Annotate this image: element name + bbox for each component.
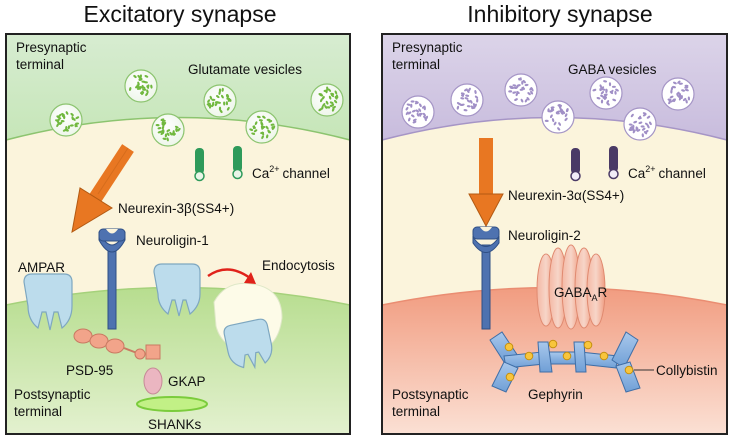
excitatory-synaptic-cleft	[6, 117, 350, 305]
glutamate-vesicle	[151, 113, 185, 147]
collybistin-label: Collybistin	[656, 363, 718, 378]
neuroligin-1	[98, 228, 126, 330]
endocytosis-label: Endocytosis	[262, 258, 335, 273]
psd-95	[73, 328, 161, 360]
ampar-receptor-surface	[153, 263, 201, 317]
gaba-vesicle	[661, 77, 695, 111]
excitatory-title: Excitatory synapse	[83, 1, 276, 27]
gaba-vesicles-label: GABA vesicles	[568, 62, 657, 77]
inhibitory-ca-channel-label: Ca2+channel	[628, 164, 706, 181]
glutamate-vesicle	[49, 103, 83, 137]
inhibitory-panel: Inhibitory synapse Presynaptic terminal …	[381, 1, 728, 435]
neurexin-3b-label: Neurexin-3β(SS4+)	[118, 201, 234, 216]
shanks	[136, 396, 208, 412]
gaba-vesicle	[589, 76, 623, 110]
excitatory-presynaptic-label-1: Presynaptic	[16, 40, 87, 55]
gaba-a-r-label: GABAAR	[554, 285, 608, 303]
inhibitory-ca-channel	[570, 146, 619, 182]
inhibitory-postsynaptic-label-1: Postsynaptic	[392, 387, 469, 402]
endocytosis-arrow	[207, 268, 256, 284]
gaba-vesicle	[401, 95, 435, 129]
inhibitory-frame	[381, 33, 728, 435]
ampar-label: AMPAR	[18, 260, 65, 275]
gaba-vesicle	[504, 73, 538, 107]
gaba-vesicle	[450, 83, 484, 117]
inhibitory-presynaptic-label-1: Presynaptic	[392, 40, 463, 55]
excitatory-postsynaptic-label-2: terminal	[14, 404, 62, 419]
gaba-vesicles	[401, 73, 695, 141]
gkap-label: GKAP	[168, 374, 206, 389]
gaba-vesicle	[541, 100, 575, 134]
gaba-vesicle	[623, 107, 657, 141]
gephyrin-binding-sites	[504, 339, 634, 382]
excitatory-neurexin-arrow	[71, 144, 134, 233]
neuroligin-2	[472, 226, 500, 330]
glutamate-vesicle	[124, 69, 158, 103]
excitatory-panel: Excitatory synapse Presynaptic terminal …	[5, 1, 351, 435]
gaba-a-receptor	[536, 244, 606, 330]
excitatory-presynaptic-label-2: terminal	[16, 57, 64, 72]
excitatory-frame	[5, 33, 351, 435]
gephyrin-label: Gephyrin	[528, 387, 583, 402]
glutamate-vesicles-label: Glutamate vesicles	[188, 62, 302, 77]
psd-95-label: PSD-95	[66, 363, 113, 378]
glutamate-vesicle	[310, 83, 344, 117]
endocytosis-vesicle	[213, 282, 283, 370]
inhibitory-neurexin-arrow	[468, 138, 504, 228]
glutamate-vesicle	[245, 110, 279, 144]
glutamate-vesicles	[49, 69, 344, 147]
excitatory-ca-channel	[194, 146, 243, 182]
neuroligin-2-label: Neuroligin-2	[508, 228, 581, 243]
neurexin-3a-label: Neurexin-3α(SS4+)	[508, 188, 624, 203]
inhibitory-title: Inhibitory synapse	[467, 1, 652, 27]
inhibitory-synaptic-cleft	[382, 117, 727, 305]
inhibitory-presynaptic-label-2: terminal	[392, 57, 440, 72]
ampar-receptor	[23, 273, 73, 331]
shanks-label: SHANKs	[148, 417, 202, 432]
excitatory-postsynaptic-label-1: Postsynaptic	[14, 387, 91, 402]
neuroligin-1-label: Neuroligin-1	[136, 233, 209, 248]
glutamate-vesicle	[203, 84, 237, 118]
inhibitory-postsynaptic-label-2: terminal	[392, 404, 440, 419]
gkap	[143, 367, 163, 395]
excitatory-ca-channel-label: Ca2+channel	[252, 164, 330, 181]
